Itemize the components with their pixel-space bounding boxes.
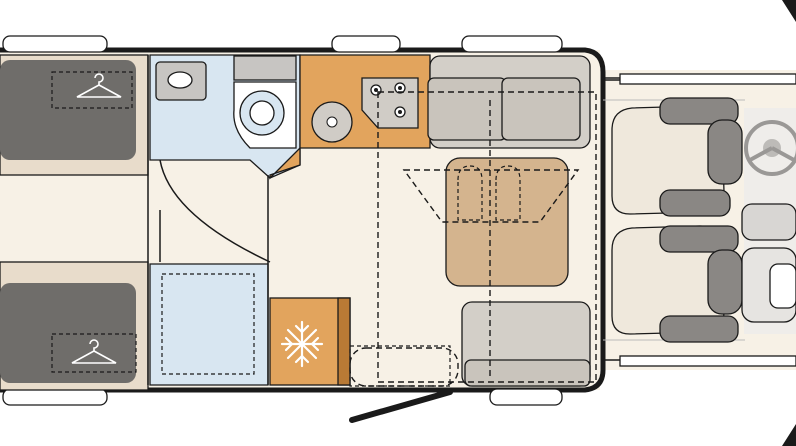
window [461, 35, 563, 53]
driver-seat [611, 97, 743, 217]
snowflake-icon [280, 320, 324, 368]
entry-door [349, 345, 453, 423]
window [2, 35, 108, 53]
window [489, 388, 563, 406]
fridge [269, 297, 351, 386]
hanger-icon [76, 73, 122, 98]
partitions [147, 55, 271, 385]
dashboard [741, 203, 796, 323]
rear-bed-lower [0, 261, 149, 391]
steering-wheel-icon [744, 120, 796, 176]
washroom [149, 54, 301, 179]
mirrors [782, 0, 796, 446]
hob-icon [361, 77, 419, 129]
kitchen-counter [269, 54, 431, 180]
outer-wall [0, 47, 606, 393]
shower [149, 263, 269, 386]
rear-bed-upper [0, 54, 149, 176]
passenger-seat [611, 225, 743, 343]
toilet-icon [233, 81, 297, 149]
window [2, 388, 108, 406]
windows [2, 35, 563, 406]
dinette-bench-upper [427, 55, 591, 149]
dinette-bench-lower [461, 301, 591, 387]
window [331, 35, 401, 53]
hanger-icon [71, 339, 117, 364]
